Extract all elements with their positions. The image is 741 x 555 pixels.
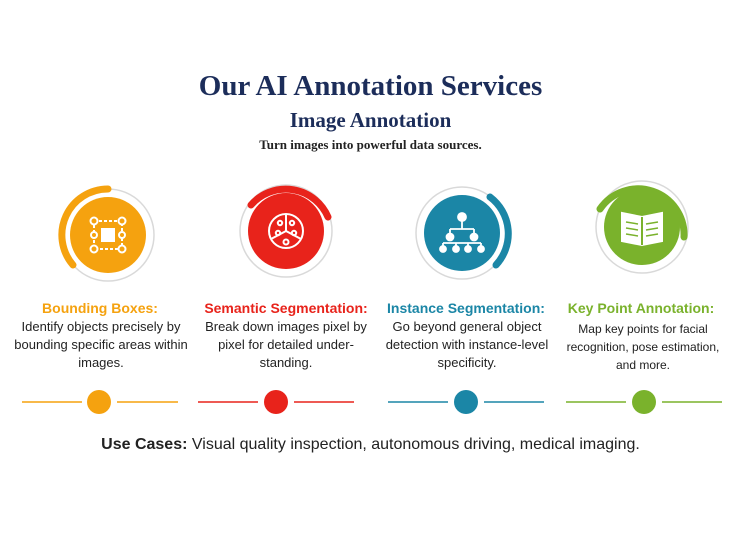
use-cases: Use Cases: Visual quality inspection, au…	[0, 436, 741, 454]
use-cases-label: Use Cases:	[101, 436, 188, 453]
page-title: Our AI Annotation Services	[198, 70, 543, 102]
service-description: Map key points for facial recognition, p…	[566, 322, 720, 372]
timeline-marker-blue	[388, 390, 544, 414]
service-description: Identify objects precisely by bounding s…	[14, 319, 188, 370]
bounding-box-icon	[89, 216, 127, 254]
timeline-marker-green	[566, 390, 722, 414]
service-heading: Semantic Segmentation:	[204, 300, 368, 316]
service-description: Go beyond general object detection with …	[385, 319, 549, 370]
key-point-annotation-badge	[595, 180, 689, 274]
service-heading: Instance Segmentation:	[387, 300, 545, 316]
semantic-segmentation-badge	[239, 184, 333, 278]
segmentation-pie-icon	[268, 213, 304, 249]
open-book-icon	[621, 211, 663, 247]
page-tagline: Turn images into powerful data sources.	[259, 137, 482, 152]
page-subtitle: Image Annotation	[289, 108, 452, 132]
instance-segmentation-badge	[415, 186, 512, 280]
service-heading: Key Point Annotation:	[567, 300, 715, 316]
timeline-marker-red	[198, 390, 354, 414]
use-cases-text: Visual quality inspection, autonomous dr…	[187, 436, 640, 453]
service-heading: Bounding Boxes:	[42, 300, 158, 316]
bounding-box-badge	[58, 185, 155, 282]
service-description: Break down images pixel by pixel for det…	[205, 319, 367, 370]
timeline	[22, 390, 722, 414]
hierarchy-icon	[439, 212, 485, 253]
timeline-marker-orange	[22, 390, 178, 414]
